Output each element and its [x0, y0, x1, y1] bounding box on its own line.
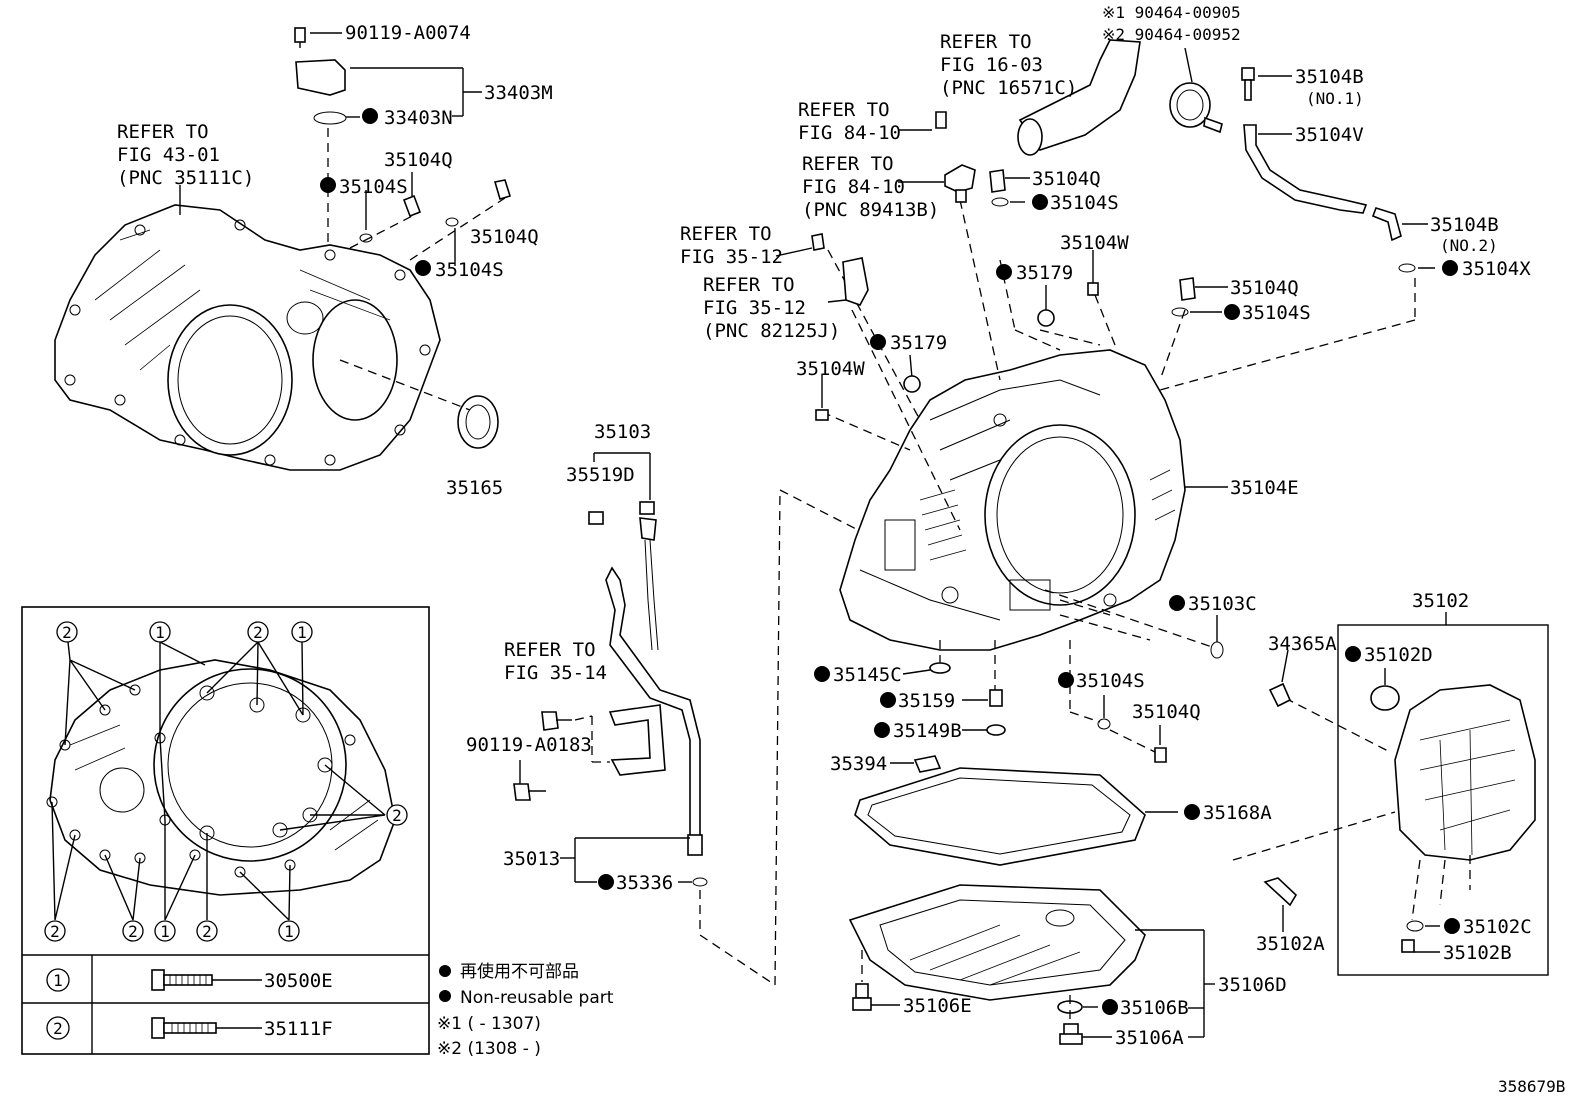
- label-35104S-a: 35104S: [339, 176, 408, 198]
- svg-text:1: 1: [155, 623, 165, 642]
- label-90119-A0074: 90119-A0074: [345, 22, 471, 44]
- label-35103C: 35103C: [1188, 593, 1257, 615]
- label-35104S-d: 35104S: [1242, 302, 1311, 324]
- label-35165: 35165: [446, 477, 503, 499]
- diagram-id: 358679B: [1498, 1077, 1565, 1096]
- svg-text:1: 1: [160, 922, 170, 941]
- label-35159: 35159: [898, 690, 955, 712]
- svg-text:2: 2: [128, 922, 138, 941]
- marker-1-b: 1: [291, 621, 313, 643]
- oil-level-gauge-illustration: [513, 452, 859, 986]
- label-90464-00905: ※1 90464-00905: [1102, 3, 1241, 22]
- label-35145C: 35145C: [833, 664, 902, 686]
- label-35104Q-e: 35104Q: [1132, 701, 1201, 723]
- label-35102D: 35102D: [1364, 644, 1433, 666]
- label-35102C: 35102C: [1463, 916, 1532, 938]
- non-reusable-notes: 再使用不可部品 Non-reusable part ※1 ( - 1307) ※…: [437, 961, 614, 1059]
- refer-note-fig-35-14: REFER TO FIG 35-14: [504, 639, 607, 684]
- refer-note-fig-43-01: REFER TO FIG 43-01 (PNC 35111C): [117, 121, 254, 189]
- label-35102B: 35102B: [1443, 942, 1512, 964]
- svg-text:2: 2: [53, 1019, 63, 1038]
- converter-housing-illustration: [54, 204, 499, 471]
- refer-note-fig-35-12-a: REFER TO FIG 35-12: [680, 223, 783, 268]
- legend-row-2: 2 35111F: [46, 1016, 333, 1040]
- label-35106E: 35106E: [903, 995, 972, 1017]
- svg-text:※2 (1308 - ): ※2 (1308 - ): [437, 1039, 541, 1059]
- legend-row-1: 1 30500E: [46, 968, 333, 992]
- svg-text:1: 1: [284, 922, 294, 941]
- label-35168A: 35168A: [1203, 802, 1272, 824]
- label-35179-b: 35179: [890, 332, 947, 354]
- svg-text:35111F: 35111F: [264, 1018, 333, 1040]
- svg-text:※1 ( - 1307): ※1 ( - 1307): [437, 1014, 541, 1034]
- label-35104W-b: 35104W: [796, 358, 865, 380]
- label-35104Q-a: 35104Q: [384, 149, 453, 171]
- label-35149B: 35149B: [893, 720, 962, 742]
- marker-1-a: 1: [149, 621, 171, 643]
- refer-note-fig-16-03: REFER TO FIG 16-03 (PNC 16571C): [940, 31, 1077, 99]
- label-35104Q-c: 35104Q: [1032, 168, 1101, 190]
- label-35104S-c: 35104S: [1050, 192, 1119, 214]
- svg-text:2: 2: [62, 623, 72, 642]
- cover-35102-group: [1337, 612, 1549, 976]
- marker-2-c: 2: [386, 804, 408, 826]
- svg-text:2: 2: [202, 922, 212, 941]
- label-35104E: 35104E: [1230, 477, 1299, 499]
- label-35519D: 35519D: [566, 464, 635, 486]
- bolt-location-inset: 2 1 2 1 2 2 2 1 2 1 1 30500E 2 35111F: [21, 606, 430, 1055]
- label-no1: (NO.1): [1306, 89, 1364, 108]
- label-35104B-no2: 35104B: [1430, 214, 1499, 236]
- refer-note-fig-84-10-b: REFER TO FIG 84-10 (PNC 89413B): [802, 153, 939, 221]
- label-35102: 35102: [1412, 590, 1469, 612]
- marker-2-d: 2: [44, 920, 66, 942]
- label-34365A: 34365A: [1268, 633, 1337, 655]
- label-35336: 35336: [616, 872, 673, 894]
- label-35106B: 35106B: [1120, 997, 1189, 1019]
- label-35104V: 35104V: [1295, 124, 1364, 146]
- svg-text:1: 1: [53, 971, 63, 990]
- marker-2-a: 2: [56, 621, 78, 643]
- svg-text:2: 2: [253, 623, 263, 642]
- marker-2-e: 2: [122, 920, 144, 942]
- label-33403M: 33403M: [484, 82, 553, 104]
- svg-text:再使用不可部品: 再使用不可部品: [460, 961, 579, 982]
- label-35013: 35013: [503, 848, 560, 870]
- svg-text:1: 1: [297, 623, 307, 642]
- label-90464-00952: ※2 90464-00952: [1102, 25, 1241, 44]
- label-35104B-no1: 35104B: [1295, 66, 1364, 88]
- marker-2-b: 2: [247, 621, 269, 643]
- marker-1-c: 1: [154, 920, 176, 942]
- label-33403N: 33403N: [384, 107, 453, 129]
- label-35104Q-b: 35104Q: [470, 226, 539, 248]
- label-35104S-b: 35104S: [435, 259, 504, 281]
- label-35103: 35103: [594, 421, 651, 443]
- label-35394: 35394: [830, 753, 887, 775]
- top-left-small-parts: [179, 27, 512, 276]
- refer-note-fig-35-12-b: REFER TO FIG 35-12 (PNC 82125J): [703, 274, 840, 342]
- svg-text:2: 2: [50, 922, 60, 941]
- transaxle-case-illustration: [821, 199, 1416, 861]
- label-35102A: 35102A: [1256, 933, 1325, 955]
- part-number-labels: 90119-A0074 33403M 33403N 35104Q 35104S …: [339, 3, 1565, 1096]
- refer-notes: REFER TO FIG 43-01 (PNC 35111C) REFER TO…: [117, 31, 1077, 684]
- right-small-parts: [775, 39, 1458, 1045]
- label-35106A: 35106A: [1115, 1027, 1184, 1049]
- svg-text:30500E: 30500E: [264, 970, 333, 992]
- svg-text:2: 2: [392, 806, 402, 825]
- label-35104X: 35104X: [1462, 258, 1531, 280]
- oil-seal-35165: [457, 395, 499, 449]
- label-no2: (NO.2): [1440, 236, 1498, 255]
- label-35106D: 35106D: [1218, 974, 1287, 996]
- label-35179-a: 35179: [1016, 262, 1073, 284]
- svg-text:Non-reusable part: Non-reusable part: [460, 988, 614, 1008]
- marker-2-f: 2: [196, 920, 218, 942]
- refer-note-fig-84-10-a: REFER TO FIG 84-10: [798, 99, 901, 144]
- label-35104Q-d: 35104Q: [1230, 277, 1299, 299]
- label-90119-A0183: 90119-A0183: [466, 734, 592, 756]
- label-35104W-a: 35104W: [1060, 232, 1129, 254]
- marker-1-d: 1: [278, 920, 300, 942]
- label-35104S-e: 35104S: [1076, 670, 1145, 692]
